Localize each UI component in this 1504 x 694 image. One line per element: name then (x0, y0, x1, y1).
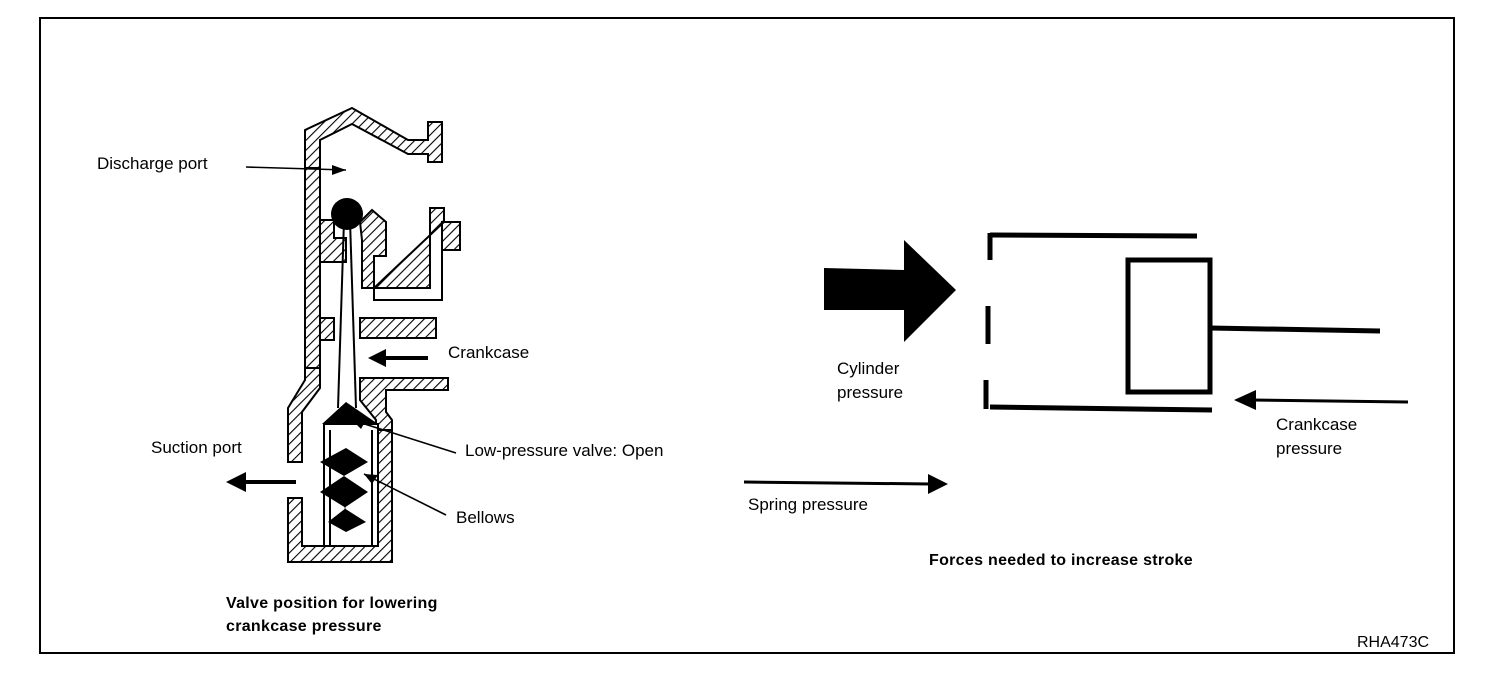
figure-code: RHA473C (1357, 634, 1430, 651)
valve-cross-section (287, 106, 461, 563)
valve-left-wall-lower (287, 367, 321, 463)
low-pressure-valve-cone (322, 402, 378, 424)
piston (1125, 257, 1213, 395)
label-crankcase-pressure-line2: pressure (1276, 439, 1343, 458)
bellows-shape (320, 448, 368, 532)
figure-frame (39, 17, 1455, 654)
label-crankcase: Crankcase (448, 343, 530, 362)
leader-arrowhead-discharge (332, 165, 346, 175)
caption-right: Forces needed to increase stroke (929, 552, 1193, 569)
discharge-ball (331, 198, 363, 230)
leader-arrowhead-lowvalve (352, 420, 366, 429)
leader-lines (245, 166, 457, 516)
label-discharge-port: Discharge port (97, 154, 208, 173)
crankcase-flow-arrow (368, 349, 428, 367)
label-cylinder-pressure-line1: Cylinder (837, 359, 900, 378)
valve-left-stub (319, 317, 335, 341)
valve-top-cap (304, 106, 443, 169)
spring-pressure-arrow (743, 474, 948, 494)
caption-left-line1: Valve position for lowering (226, 595, 438, 612)
label-bellows: Bellows (456, 508, 515, 527)
valve-middle-baffle (359, 317, 437, 339)
valve-inlet-lower (359, 377, 449, 441)
leader-arrowhead-bellows (364, 474, 378, 484)
valve-seat-right (358, 208, 387, 289)
label-crankcase-pressure-line1: Crankcase (1276, 415, 1358, 434)
crankcase-pressure-arrow (1234, 390, 1409, 410)
caption-left-line2: crankcase pressure (226, 618, 382, 635)
label-low-pressure-valve: Low-pressure valve: Open (465, 441, 664, 460)
suction-flow-arrow (226, 472, 296, 492)
cylinder-pressure-arrow (824, 240, 956, 342)
cylinder (983, 232, 1213, 413)
label-cylinder-pressure-line2: pressure (837, 383, 904, 402)
piston-rod (1209, 325, 1381, 334)
valve-left-wall-upper (304, 167, 321, 369)
label-suction-port: Suction port (151, 438, 242, 457)
label-spring-pressure: Spring pressure (748, 495, 869, 514)
valve-right-housing (373, 207, 461, 301)
